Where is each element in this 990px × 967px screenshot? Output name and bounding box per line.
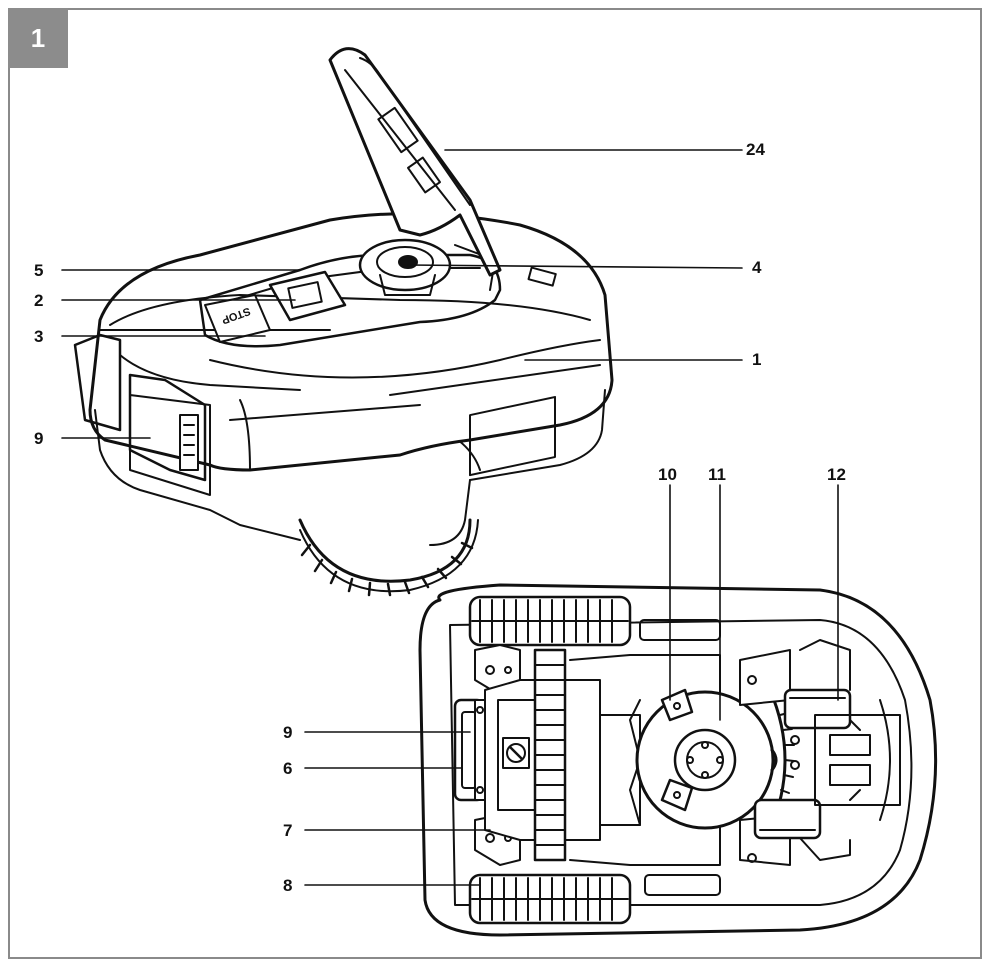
callout-12: 12 — [827, 465, 846, 484]
callout-2: 2 — [34, 291, 44, 310]
figure-number-tab: 1 — [8, 8, 68, 68]
callout-9-bottom: 9 — [283, 723, 293, 742]
blade-lower — [660, 778, 694, 812]
drive-wheel-upper — [468, 595, 632, 647]
battery-cover — [533, 648, 567, 862]
front-caster-upper — [783, 639, 852, 730]
callout-5: 5 — [34, 261, 44, 280]
cutting-height-knob — [358, 238, 452, 296]
callout-leaders — [61, 149, 839, 886]
display-panel — [268, 270, 347, 322]
drive-wheel-lower — [468, 873, 632, 925]
callout-6: 6 — [283, 759, 293, 778]
mower-bottom-view — [418, 583, 938, 937]
body-shell — [88, 212, 614, 472]
callout-3: 3 — [34, 327, 44, 346]
callout-8: 8 — [283, 876, 293, 895]
stop-button: STOP — [204, 294, 271, 343]
callout-1: 1 — [752, 350, 762, 369]
mower-top-view: STOP — [73, 47, 614, 597]
callout-9-top: 9 — [34, 429, 44, 448]
front-caster-lower — [753, 798, 851, 861]
figure-frame — [8, 8, 982, 959]
callout-10: 10 — [658, 465, 677, 484]
no-step-sign — [502, 737, 530, 769]
callout-11: 11 — [708, 465, 726, 484]
callout-24: 24 — [746, 140, 765, 159]
figure-number: 1 — [30, 22, 46, 53]
callout-7: 7 — [283, 821, 293, 840]
open-cover — [328, 47, 502, 277]
front-plate-upper — [739, 649, 791, 706]
control-panel-recess — [198, 253, 502, 348]
callout-4: 4 — [752, 258, 762, 277]
